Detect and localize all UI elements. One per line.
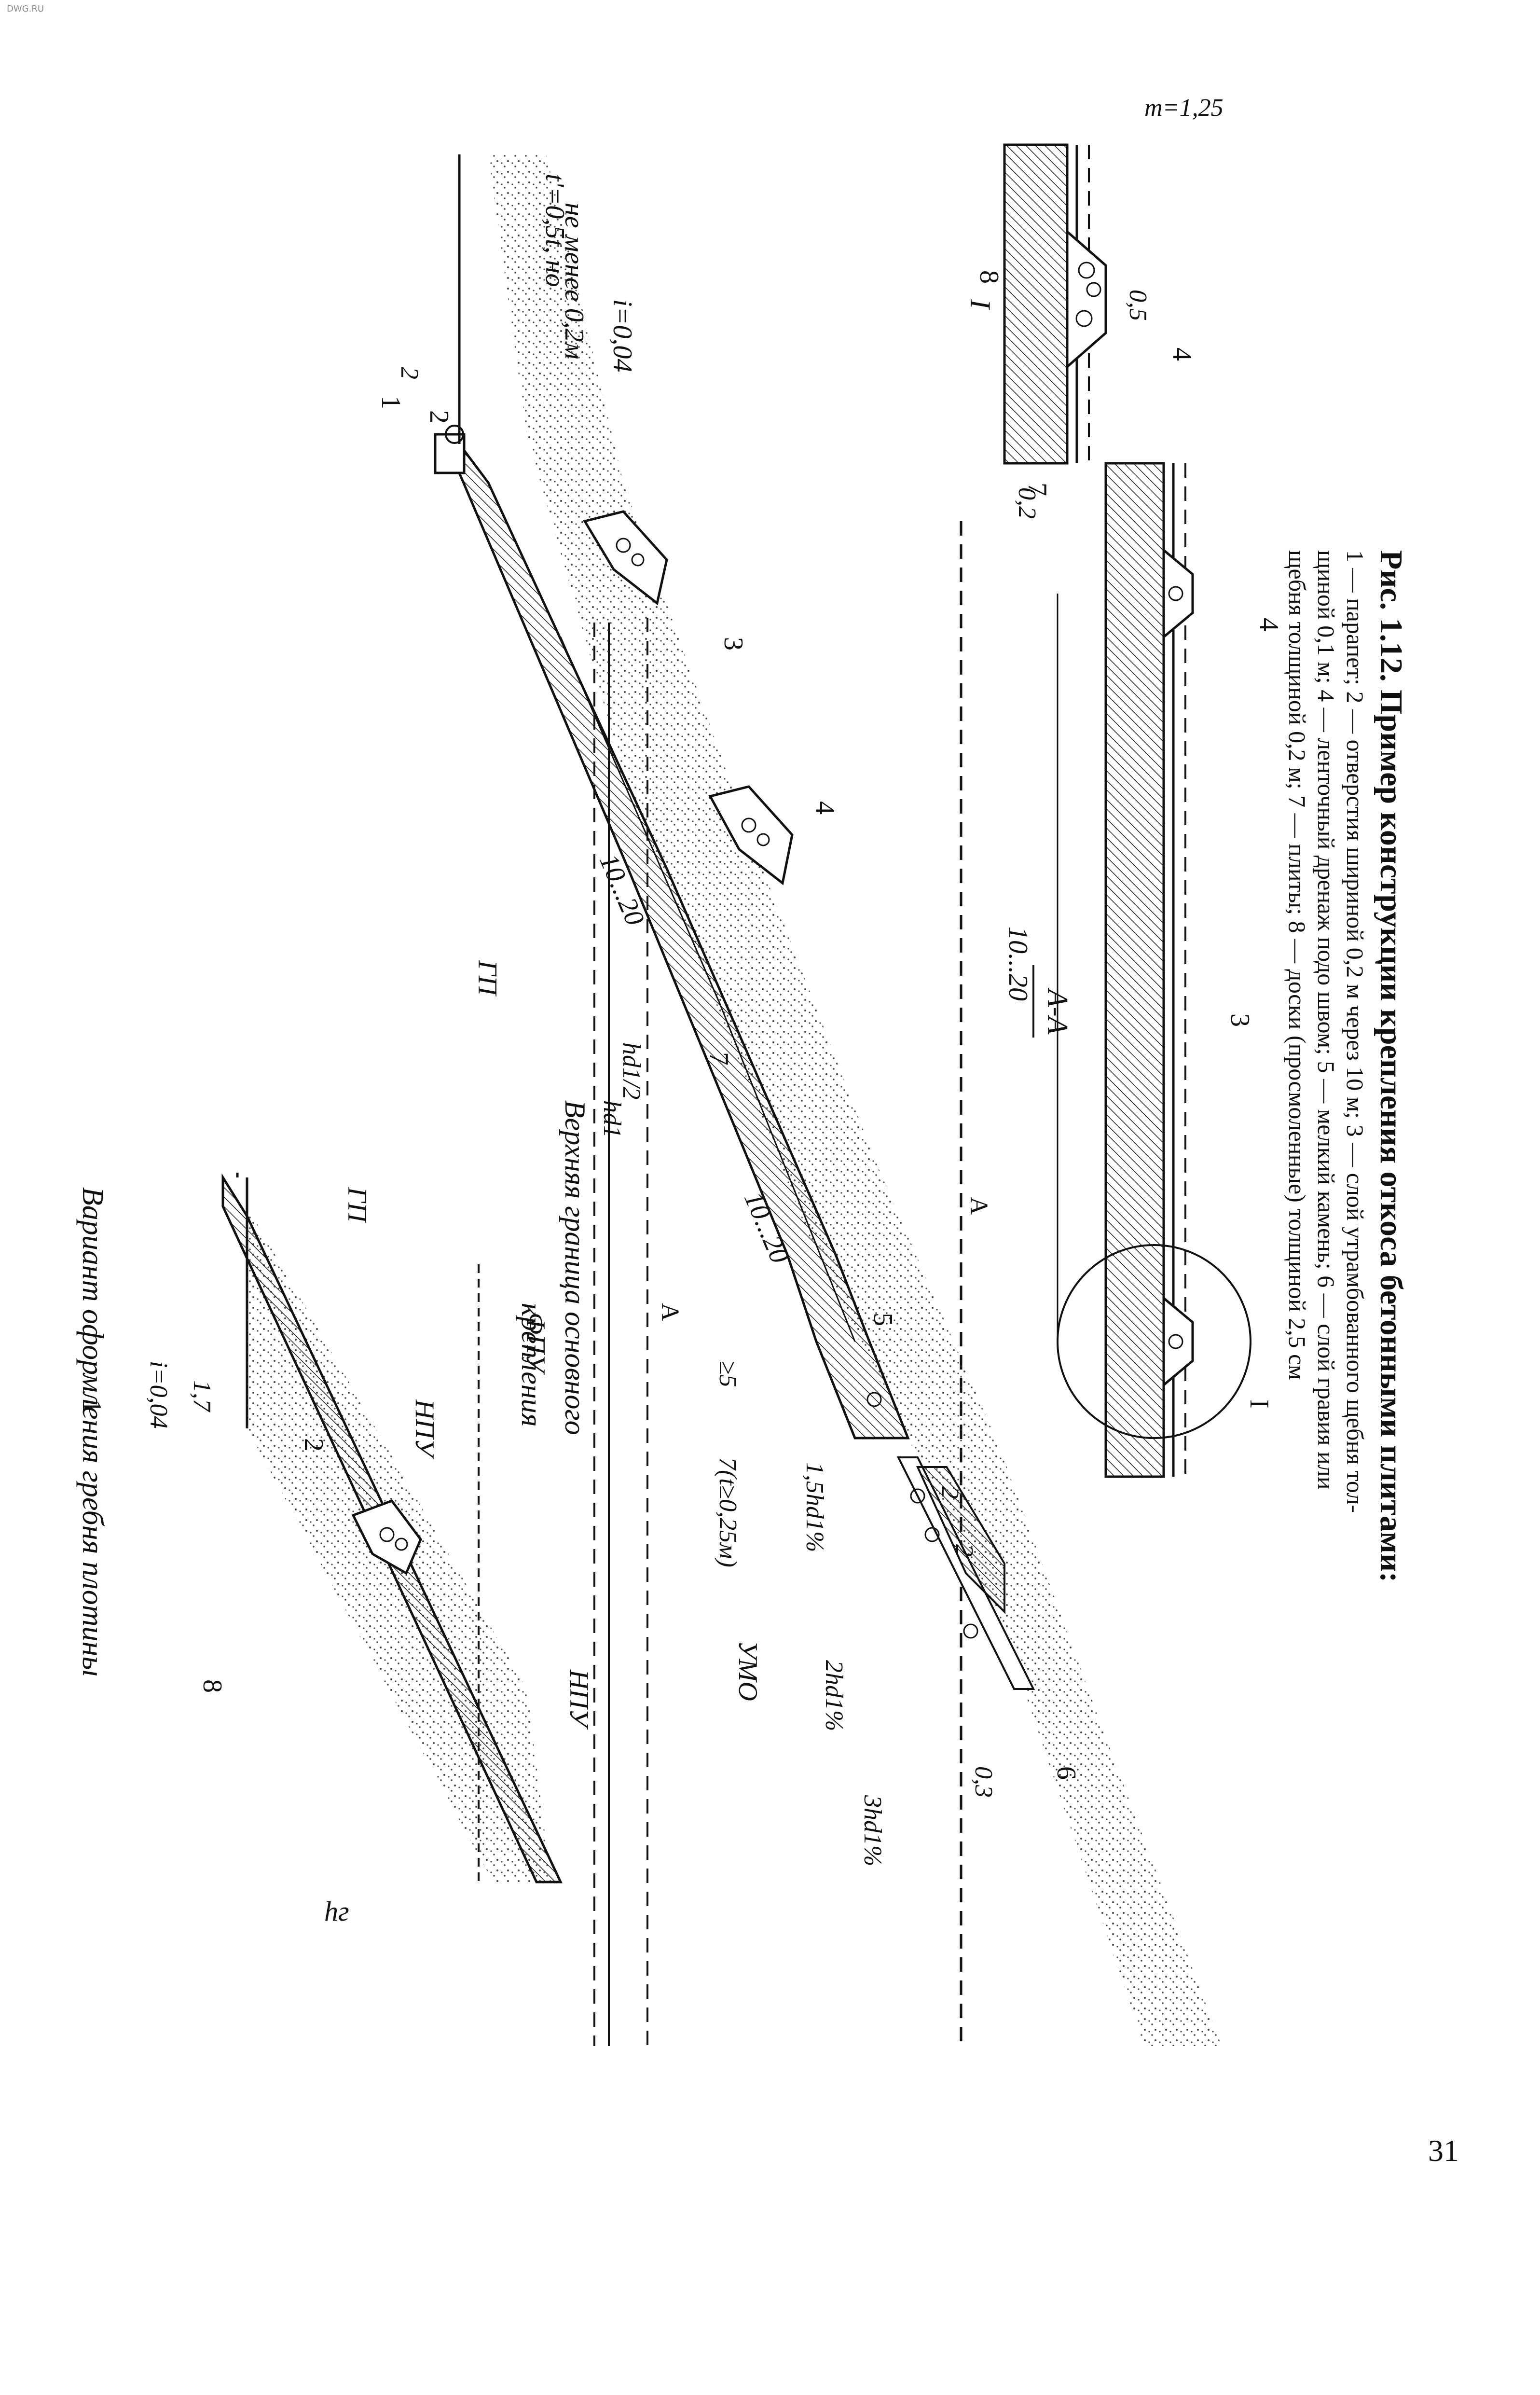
thickness-note-2: не менее 0,2м — [559, 203, 589, 359]
detail-label-8: 8 — [974, 270, 1004, 284]
section-mark-a-1: А — [656, 1303, 684, 1321]
caption-line-3: щебня толщиной 0,2 м; 7 — плиты; 8 — дос… — [1284, 550, 1311, 1380]
caption-line-1: 1 — парапет; 2 — отверстия шириной 0,2 м… — [1342, 550, 1369, 1513]
section-aa-label-4: 4 — [1254, 618, 1284, 631]
lower-slab — [916, 1466, 1005, 1614]
level-umo: УМО — [733, 1641, 763, 1701]
upper-boundary-line-1: Верхняя граница основного — [559, 1100, 591, 1435]
t-note: 7(t≥0,25м) — [714, 1457, 742, 1567]
level-npu: НПУ — [564, 1669, 594, 1730]
level-fpu: ФПУ — [521, 1313, 550, 1375]
detail-title: I — [964, 299, 996, 310]
section-aa-slab — [1104, 462, 1165, 1478]
variant-title: Вариант оформления гребня плотины — [76, 1187, 109, 1676]
dim-2hd: 2hd1% — [820, 1660, 848, 1731]
watermark: DWG.RU — [7, 4, 44, 14]
detail-m: m=1,25 — [1144, 94, 1224, 122]
dim-2-a: 2 — [936, 1486, 963, 1499]
caption: Рис. 1.12. Пример конструкции крепления … — [1284, 550, 1409, 1582]
dim-2-b: 2 — [950, 1544, 978, 1557]
variant-hg: hг — [324, 1896, 349, 1927]
variant-slope: i=0,04 — [145, 1361, 172, 1429]
variant-gp: ГП — [342, 1187, 372, 1224]
variant-drain — [351, 1499, 422, 1575]
detail-slab — [1003, 143, 1069, 465]
thickness-note-1: t'=0,5t, но — [540, 174, 570, 287]
main-label-5: 5 — [868, 1313, 898, 1326]
main-slab — [458, 440, 910, 1440]
section-aa-label-3: 3 — [1225, 1013, 1255, 1027]
main-label-3: 3 — [718, 637, 748, 651]
caption-title: Рис. 1.12. Пример конструкции крепления … — [1374, 550, 1409, 1582]
variant-dim: 1,7 — [188, 1380, 216, 1412]
main-label-2: 2 — [424, 410, 454, 424]
main-label-7: 7 — [704, 1052, 734, 1066]
dim-hd1: hd1 — [598, 1100, 626, 1138]
variant-label-1: 1 — [77, 1399, 107, 1413]
page-number: 31 — [1428, 2133, 1459, 2168]
level-gp: ГП — [472, 960, 502, 997]
variant-label-2: 2 — [299, 1438, 329, 1452]
dim-0-3: 0,3 — [970, 1766, 997, 1798]
drain-2 — [708, 785, 794, 886]
section-aa-drain-1 — [1162, 1295, 1194, 1388]
main-label-6: 6 — [1051, 1766, 1081, 1780]
upper-boundary-line-2: крепления — [516, 1303, 548, 1427]
section-mark-a-2: А — [965, 1197, 992, 1215]
variant-crest: Вариант оформления гребня плотины hг i=0… — [76, 1173, 563, 1927]
dim-1-5hd: 1,5hd1% — [801, 1462, 828, 1552]
dim-3hd: 3hd1% — [859, 1795, 886, 1866]
slope-main: i=0,04 — [607, 299, 637, 372]
detail-thickness: 0,2 — [1013, 487, 1041, 519]
detail-width: 0,5 — [1124, 290, 1152, 321]
detail-i: I m=1,25 0,5 0,2 4 8 — [964, 94, 1224, 519]
main-label-1: 1 — [376, 396, 406, 409]
drain-1 — [583, 510, 668, 606]
dim-2-c: 2 — [396, 367, 423, 379]
variant-label-8: 8 — [197, 1679, 227, 1693]
detail-drain — [1066, 229, 1107, 370]
rotated-drawing: Вариант оформления гребня плотины hг i=0… — [76, 94, 1409, 2046]
main-soil — [488, 154, 1222, 2046]
section-aa-length: 10...20 — [1003, 927, 1033, 1001]
main-label-4: 4 — [810, 801, 840, 815]
section-aa-label-7: 7 — [1022, 483, 1052, 496]
parapet — [434, 433, 466, 474]
dim-ge5: ≥5 — [714, 1361, 742, 1387]
main-slope: Верхняя граница основного крепления — [376, 154, 1222, 2046]
detail-label-4: 4 — [1167, 347, 1197, 361]
caption-line-2: щиной 0,1 м; 4 — ленточный дренаж подо ш… — [1313, 550, 1340, 1490]
variant-npu: НПУ — [410, 1399, 440, 1460]
section-aa: А-А 10...20 3 4 7 I — [1003, 462, 1284, 1478]
section-aa-ref: I — [1244, 1399, 1274, 1409]
dim-hd1-half: hd1/2 — [618, 1042, 645, 1099]
section-aa-drain-2 — [1162, 547, 1194, 640]
